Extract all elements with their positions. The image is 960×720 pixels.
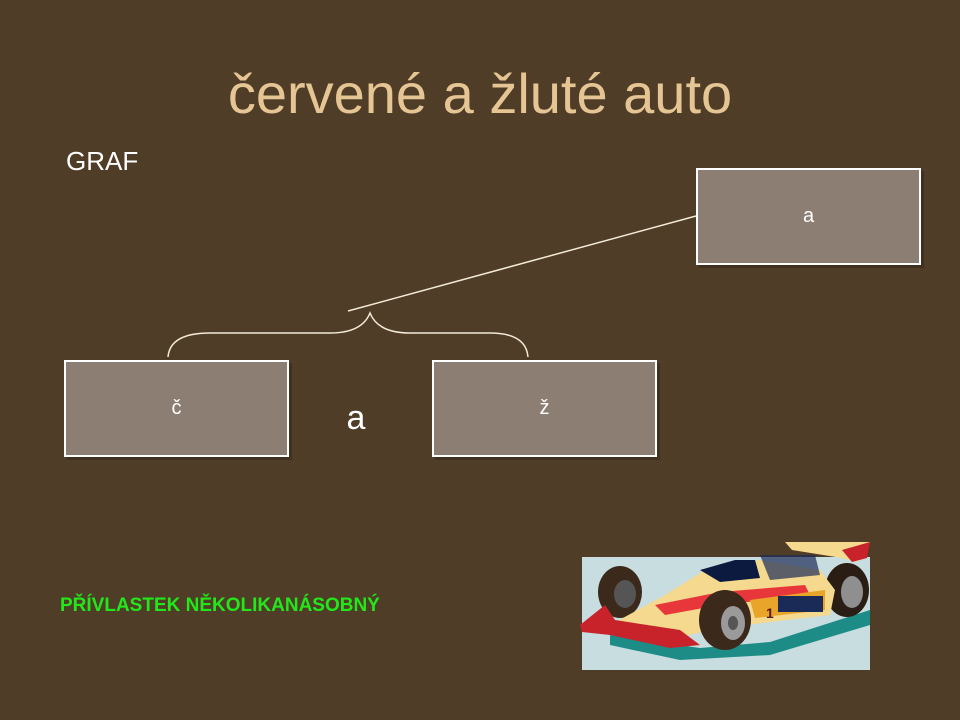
- curly-brace: [167, 310, 529, 358]
- node-right: ž: [432, 360, 657, 457]
- node-top-label: a: [802, 205, 815, 227]
- node-top: a: [696, 168, 921, 265]
- slide-title: červené a žluté auto: [227, 62, 733, 125]
- graph-heading: GRAF: [66, 146, 139, 176]
- connector-line: [347, 215, 697, 312]
- race-car-image: 1: [580, 542, 870, 670]
- conjunction-label: a: [346, 399, 366, 437]
- node-left: č: [64, 360, 289, 457]
- node-left-label: č: [171, 397, 182, 419]
- term-label: PŘÍVLASTEK NĚKOLIKANÁSOBNÝ: [60, 595, 380, 616]
- svg-text:1: 1: [766, 605, 774, 621]
- node-right-label: ž: [539, 397, 550, 419]
